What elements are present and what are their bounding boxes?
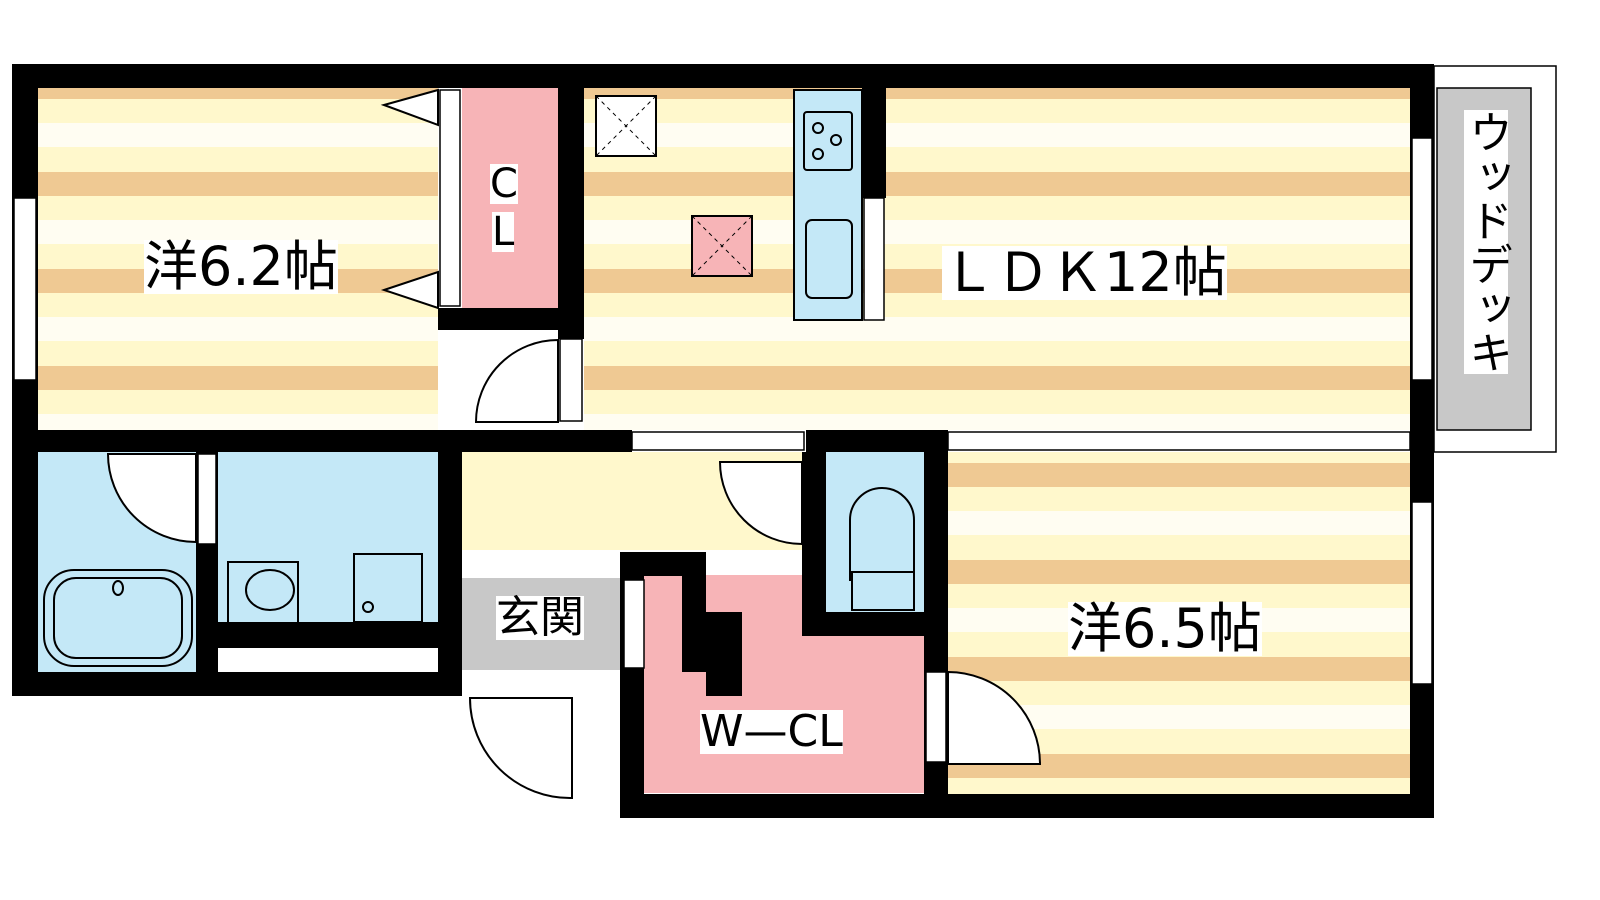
room-label-western-2: 洋6.5帖: [1068, 597, 1262, 660]
storage-shelf: [218, 648, 438, 672]
washbasin-bowl-icon: [245, 569, 295, 611]
bathtub-drain-icon: [112, 580, 124, 596]
closet-label-c: C: [490, 161, 518, 207]
room-label-entrance: 玄関: [496, 592, 584, 643]
wic-floor-extension: [705, 575, 802, 611]
room-label-western-1: 洋6.2帖: [144, 235, 338, 298]
toilet-icon: [849, 487, 915, 581]
walls: [12, 64, 1434, 818]
room-label-ldk: ＬＤＫ12帖: [942, 241, 1227, 304]
washer-space-icon: [353, 553, 423, 623]
column-cross-icon: [691, 215, 753, 277]
closet-label-l: L: [492, 209, 515, 255]
fridge-space-cross-icon: [595, 95, 657, 157]
bathtub-inner-icon: [53, 577, 183, 659]
burner-icon: [830, 134, 842, 146]
stove-icon: [803, 111, 853, 171]
door-swings: [106, 88, 1042, 800]
burner-icon: [812, 122, 824, 134]
washbasin-icon: [227, 561, 299, 625]
room-label-wic: W—CL: [700, 706, 843, 757]
toilet-tank-icon: [851, 571, 915, 611]
washer-drain-icon: [362, 601, 374, 613]
windows: [13, 89, 1433, 763]
burner-icon: [812, 148, 824, 160]
wood-deck-label: ウッドデッキ: [1461, 110, 1512, 374]
sink-icon: [805, 219, 853, 299]
washroom-floor: [218, 452, 438, 622]
bathtub-icon: [43, 569, 193, 667]
